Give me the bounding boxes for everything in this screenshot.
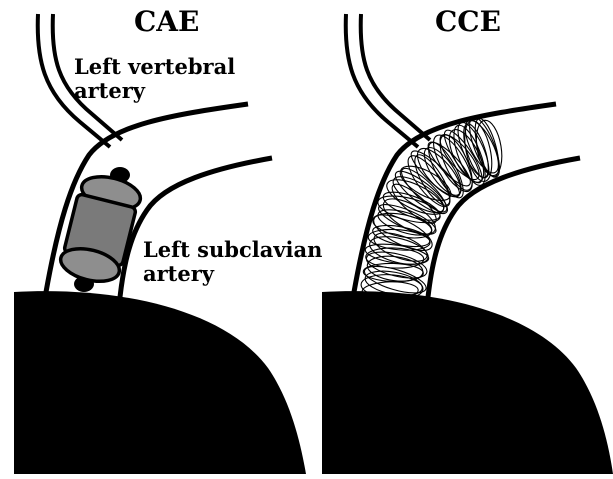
right-subclavian-inner-wall <box>428 158 580 297</box>
vascular-plug-device <box>57 167 143 292</box>
right-vertebral-artery-wall <box>346 14 418 147</box>
panel-title-cce: CCE <box>435 6 501 37</box>
label-line: Left subclavian <box>143 238 322 262</box>
label-line: Left vertebral <box>74 55 235 79</box>
label-left-subclavian-artery: Left subclavian artery <box>143 238 322 285</box>
panel-cce <box>322 14 613 474</box>
aorta-arch <box>322 291 613 474</box>
coil-loop <box>423 137 476 191</box>
label-line: artery <box>143 262 322 286</box>
right-vertebral-artery-wall <box>361 14 430 140</box>
label-line: artery <box>74 79 235 103</box>
label-left-vertebral-artery: Left vertebral artery <box>74 55 235 102</box>
label-aorta: Aorta <box>28 424 145 467</box>
panel-title-cae: CAE <box>134 6 199 37</box>
